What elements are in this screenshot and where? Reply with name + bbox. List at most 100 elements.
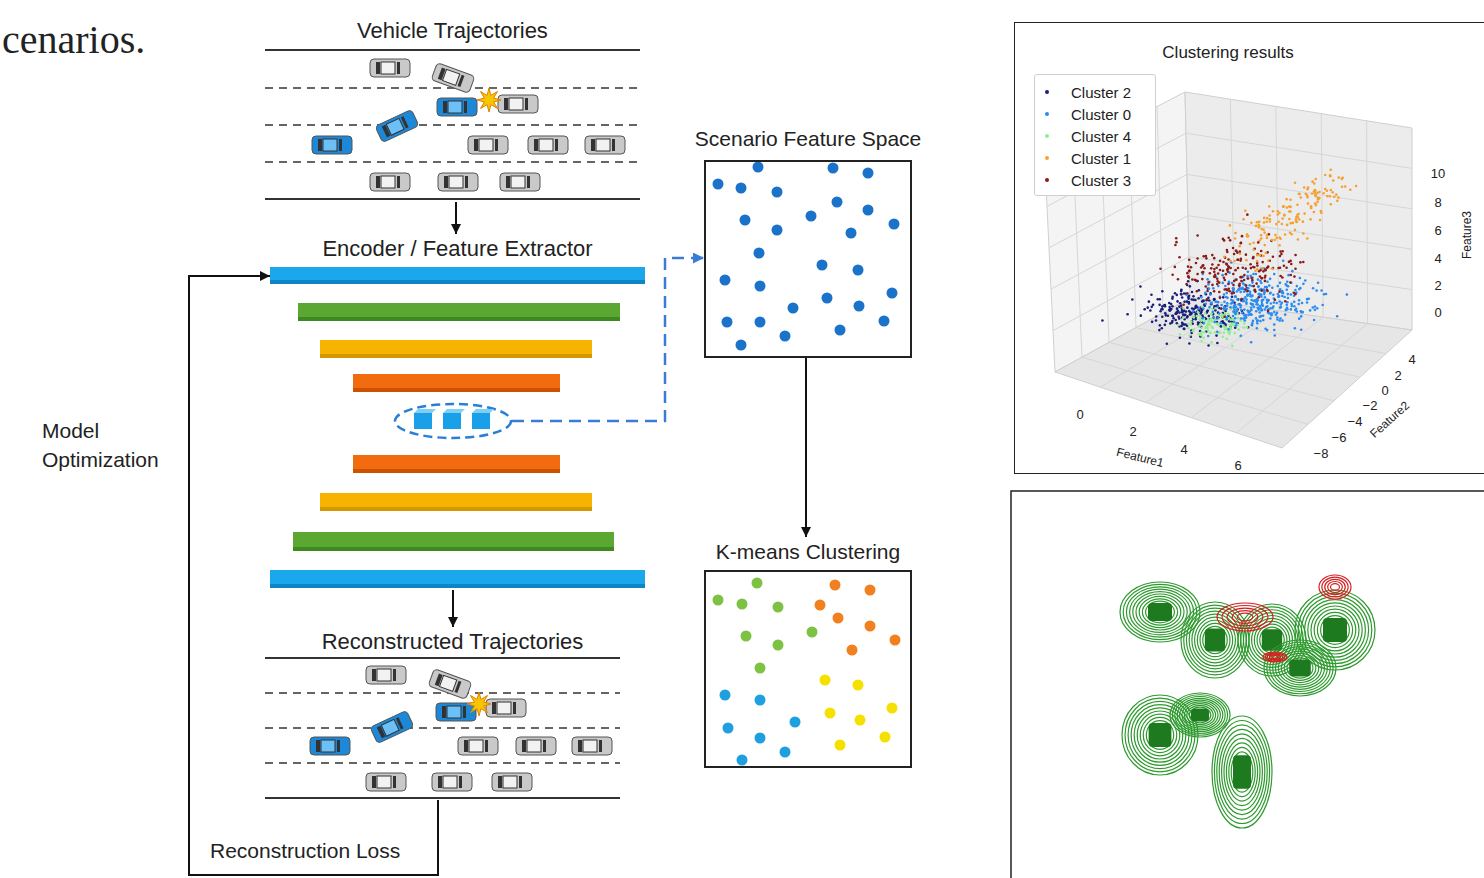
scatter-point <box>1176 300 1179 303</box>
scatter-point <box>1300 310 1303 313</box>
scatter-point <box>1281 217 1284 220</box>
contour-ring <box>1137 711 1183 759</box>
legend-swatch <box>1045 156 1049 160</box>
car-icon-part <box>495 139 498 151</box>
scatter-point <box>1187 275 1190 278</box>
scatter-point <box>1296 285 1299 288</box>
scatter-point <box>1228 290 1231 293</box>
cluster-dot <box>737 599 748 610</box>
feature-dot <box>736 183 747 194</box>
car-icon-part <box>612 139 615 151</box>
car-icon-part <box>513 702 516 714</box>
scatter-point <box>1174 244 1177 247</box>
scatter-point <box>1260 228 1263 231</box>
scatter-point <box>1298 299 1301 302</box>
scatter-point <box>1225 288 1228 291</box>
grid-line <box>1188 216 1412 250</box>
scatter-point <box>1235 306 1238 309</box>
axis-title: Feature3 <box>1461 211 1474 259</box>
contour-ring <box>1197 620 1232 660</box>
scatter-point <box>1200 332 1203 335</box>
scatter-point <box>1252 320 1255 323</box>
scatter-point <box>1286 284 1289 287</box>
scatter-point <box>1259 320 1262 323</box>
scatter-point <box>1268 205 1271 208</box>
scatter-point <box>1222 296 1225 299</box>
scatter-point <box>1227 236 1230 239</box>
scatter-point <box>1179 337 1182 340</box>
scatter-point <box>1187 265 1190 268</box>
car-icon-part <box>458 737 498 755</box>
scatter-point <box>1257 224 1260 227</box>
contour-ring <box>1130 589 1191 635</box>
feature-dot <box>772 225 783 236</box>
scatter-point <box>1298 317 1301 320</box>
contour-ring <box>1252 618 1293 661</box>
car-icon-part <box>503 776 517 788</box>
encoder-bars <box>270 267 645 588</box>
car-icon-part <box>539 139 553 151</box>
tick-label: −4 <box>1348 415 1363 429</box>
scatter-point <box>1223 331 1226 334</box>
contour-ring <box>1325 579 1345 594</box>
scatter-point <box>1171 320 1174 323</box>
vehicle-icons <box>310 59 625 791</box>
car-icon-part <box>318 139 322 151</box>
contour-ring <box>1328 581 1343 592</box>
cluster-dot <box>773 640 784 651</box>
scatter-point <box>1266 302 1269 305</box>
scatter-point <box>1317 281 1320 284</box>
scatter-point <box>1231 295 1234 298</box>
contour-ring <box>1136 594 1184 630</box>
cluster-dot <box>815 600 826 611</box>
scatter-point <box>1336 315 1339 318</box>
scatter-point <box>1234 312 1237 315</box>
encoder-bars-part <box>270 584 645 588</box>
car-icon-part <box>543 740 546 752</box>
scatter-point <box>1262 315 1265 318</box>
cluster-dot <box>773 602 784 613</box>
scatter-point <box>1281 319 1284 322</box>
encoder-bars-part <box>270 280 645 284</box>
scatter-point <box>1244 319 1247 322</box>
scatter-point <box>1218 291 1221 294</box>
contour-ring <box>1177 698 1223 731</box>
scatter-point <box>1255 317 1258 320</box>
car-icon-part <box>372 776 376 788</box>
tick-label: −6 <box>1332 431 1347 445</box>
scatter-point <box>1220 304 1223 307</box>
scatter-point <box>1221 282 1224 285</box>
scatter-point <box>1281 223 1284 226</box>
car-icon <box>366 773 406 791</box>
scatter-point <box>1252 256 1255 259</box>
scatter-point <box>1201 314 1204 317</box>
scatter-point <box>1349 188 1352 191</box>
tick-label: 2 <box>1434 279 1441 293</box>
car-icon-part <box>447 706 461 718</box>
scatter-point <box>1226 268 1229 271</box>
contour-ring <box>1120 582 1200 642</box>
car-icon-part <box>377 776 391 788</box>
car-icon-part <box>492 702 496 714</box>
scatter-point <box>1191 320 1194 323</box>
scatter-point <box>1264 268 1267 271</box>
scatter-point <box>1217 306 1220 309</box>
scatter-point <box>1203 267 1206 270</box>
scatter-point <box>1210 320 1213 323</box>
scatter-point <box>1213 317 1216 320</box>
scatter-point <box>1204 312 1207 315</box>
scatter-point <box>1283 296 1286 299</box>
scatter-point <box>1258 311 1261 314</box>
scatter-point <box>1210 341 1213 344</box>
car-icon <box>486 699 526 717</box>
scatter-point <box>1240 257 1243 260</box>
scatter-point <box>1171 297 1174 300</box>
scatter-point <box>1227 283 1230 286</box>
scatter-point <box>1178 256 1181 259</box>
car-icon-part <box>381 176 395 188</box>
road-top-part <box>265 49 640 51</box>
scatter-point <box>1199 323 1202 326</box>
scatter-point <box>1242 282 1245 285</box>
grid-line <box>1163 313 1386 354</box>
scatter-point <box>1214 307 1217 310</box>
